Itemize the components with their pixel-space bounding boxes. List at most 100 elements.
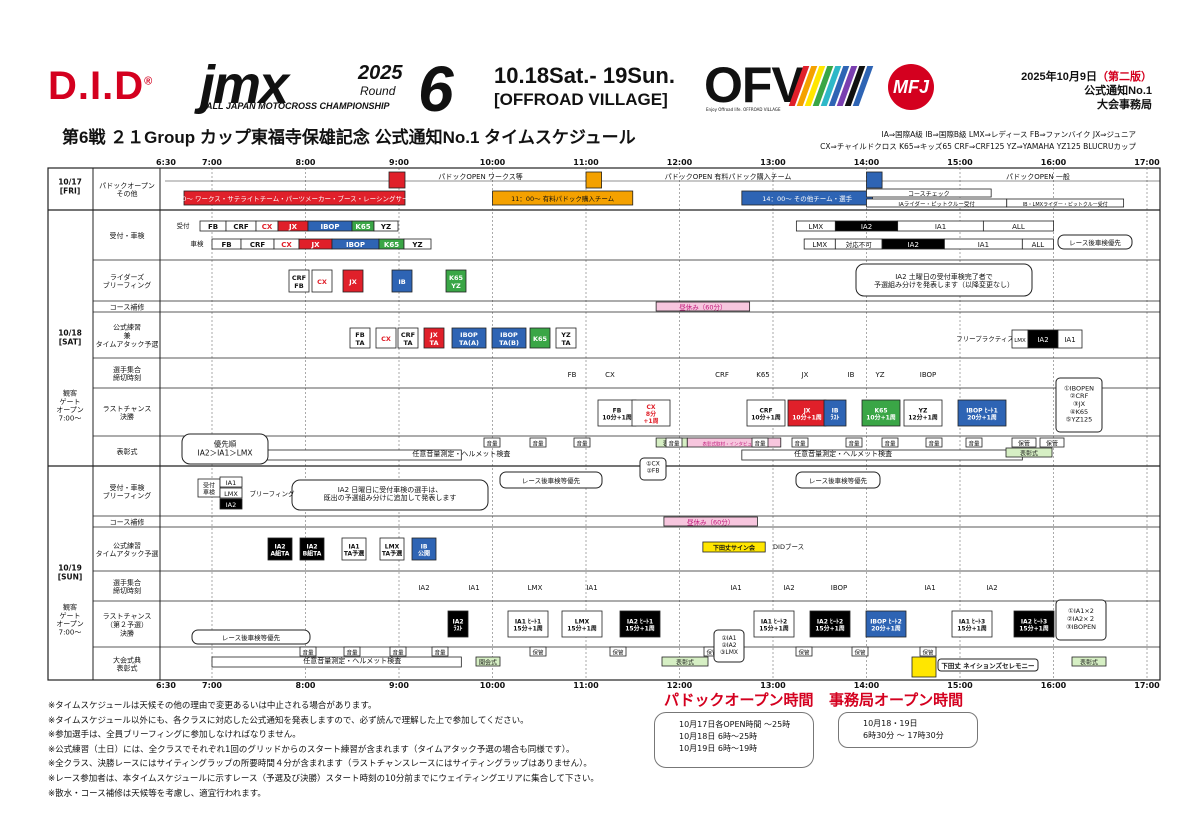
- day-label-sat: 10/18[SAT]: [58, 329, 82, 347]
- sat-noise-check-label-2: 任意音量測定・ヘルメット検査: [794, 449, 892, 458]
- sun-ceremony-marker: [911, 656, 937, 678]
- event-dates: 10.18Sat.- 19Sun.: [494, 63, 675, 88]
- sun-practice-block: [299, 537, 325, 561]
- time-axis-label-bottom: 14:00: [854, 681, 880, 690]
- sat-podium-order-box: [639, 457, 667, 481]
- sat-noise-slot-label: 音量: [486, 440, 498, 448]
- sat-noise-slot-label: 音量: [928, 440, 940, 448]
- fri-ib-reception-label: IB・LMXライダー・ピットクルー受付: [1023, 201, 1108, 208]
- row-label-sun-reception: 受付・車検ブリーフィング: [103, 483, 151, 500]
- sat-practice-block: [375, 327, 397, 349]
- sat-noise-slot: [791, 437, 809, 448]
- sun-noise-check-label: 任意音量測定・ヘルメット検査: [303, 656, 401, 665]
- sun-podium-order-box: [713, 629, 745, 663]
- sat-assembly-label: JX: [801, 371, 809, 379]
- sat-practice-block: [555, 327, 577, 349]
- sun-noise-slot-label: 保管: [798, 649, 810, 657]
- sun-priority-box: [191, 629, 311, 645]
- time-axis-label-bottom: 16:00: [1041, 681, 1067, 690]
- row-label-riders-brief: ライダーズブリーフィング: [103, 272, 151, 289]
- time-axis-label-bottom: 13:00: [760, 681, 786, 690]
- office-name: 大会事務局: [1097, 99, 1152, 111]
- time-axis-label-top: 6:30: [156, 158, 176, 167]
- notice-number: 公式通知No.1: [1084, 85, 1152, 97]
- sat-noise-slot-label: 音量: [884, 440, 896, 448]
- did-logo: D.I.D®: [48, 64, 154, 108]
- fri-arrow-3: [866, 171, 883, 189]
- time-axis-label-bottom: 8:00: [296, 681, 316, 690]
- sun-podium-block: [661, 656, 709, 667]
- fri-paddock-label-3: パドックOPEN 一般: [1006, 172, 1070, 181]
- sat-briefing-block-label: CX: [317, 278, 327, 286]
- sun-final-block: [951, 610, 993, 638]
- sat-briefing-block-label: JX: [348, 278, 356, 286]
- fri-bar-works-label: 9：00〜 ワークス・サテライトチーム・パーツメーカー・ブース・レーシングサービ…: [168, 194, 422, 203]
- round-label: Round: [360, 84, 396, 98]
- sat-practice-block-label: K65: [533, 335, 548, 343]
- round-number: 6: [418, 53, 454, 125]
- sun-noise-slot-label: 音量: [434, 649, 446, 657]
- sat-podium-block-2: [1005, 447, 1053, 458]
- sun-assembly-label: IA1: [924, 584, 935, 592]
- legend-line-1: IA⇒国際A級 IB⇒国際B級 LMX⇒レディース FB⇒ファンバイク JX⇒ジ…: [881, 130, 1136, 139]
- fri-arrow-1: [388, 171, 406, 189]
- sat-noise-slot: [925, 437, 943, 448]
- time-axis-label-bottom: 11:00: [573, 681, 599, 690]
- sat-inspection-block-label: LMX: [812, 241, 827, 249]
- sat-practice-block-label: IA2: [1037, 336, 1048, 344]
- sat-assembly-label: CX: [605, 371, 615, 379]
- sat-briefing-block: [391, 269, 413, 293]
- sun-final-block: [809, 610, 851, 638]
- sun-noise-check-bar: [211, 656, 462, 668]
- sun-reception-block: [219, 498, 243, 510]
- sun-reception-block: [219, 487, 243, 499]
- sun-assembly-label: IBOP: [831, 584, 847, 592]
- sat-lunch-break: [655, 301, 751, 312]
- sun-noise-slot: [299, 646, 317, 657]
- year-label: 2025: [358, 62, 403, 84]
- time-axis-label-top: 11:00: [573, 158, 599, 167]
- sun-practice-block: [379, 537, 405, 561]
- sun-signing-block: [702, 541, 766, 553]
- sun-podium-block-label: 表彰式: [676, 659, 694, 667]
- sat-assembly-label: IB: [848, 371, 855, 379]
- sun-priority-text: レース後車検等優先: [222, 633, 281, 642]
- day-label-sun: 10/19[SUN]: [58, 564, 83, 582]
- sat-reception-block-label: JX: [288, 223, 298, 231]
- sat-assembly-label: CRF: [715, 371, 729, 379]
- sat-reception-block-label: LMX: [808, 223, 823, 231]
- sat-briefing-block: [311, 269, 333, 293]
- time-axis-label-top: 13:00: [760, 158, 786, 167]
- sat-practice-block-label: LMX: [1014, 338, 1026, 344]
- sun-signing-block-label: 下田丈サイン会: [713, 544, 756, 552]
- class-legend: IA⇒国際A級 IB⇒国際B級 LMX⇒レディース FB⇒ファンバイク JX⇒ジ…: [820, 129, 1136, 153]
- sat-final-block: [787, 399, 827, 427]
- time-axis-label-bottom: 15:00: [947, 681, 973, 690]
- sat-priority-box-1: [499, 471, 603, 489]
- sat-practice-block-label: IA1: [1064, 336, 1075, 344]
- sat-impound-slot: [1011, 437, 1037, 448]
- sun-ceremony-box: [937, 658, 1039, 672]
- sat-noise-slot: [529, 437, 547, 448]
- sat-final-block: [823, 399, 847, 427]
- row-label-sun-course: コース補修: [110, 518, 145, 527]
- fri-bar-paid-label: 11：00〜 有料パドック購入チーム: [511, 194, 615, 203]
- sat-briefing-block: [342, 269, 364, 293]
- time-axis-label-top: 7:00: [202, 158, 222, 167]
- row-label-paddock: パドックオープンその他: [99, 182, 155, 198]
- sat-practice-block: [451, 327, 487, 349]
- sat-noise-slot-label: 音量: [576, 440, 588, 448]
- sun-assembly-label: IA2: [986, 584, 997, 592]
